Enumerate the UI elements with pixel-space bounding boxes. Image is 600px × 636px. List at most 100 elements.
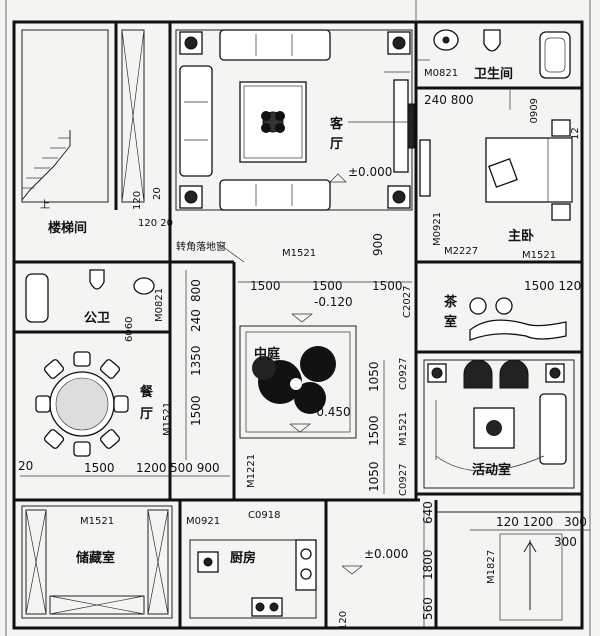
chair-icon xyxy=(35,395,51,413)
lamp-icon xyxy=(184,36,198,50)
bathtub-inner xyxy=(544,37,566,73)
courtyard-outline xyxy=(239,325,357,439)
level-marker-icon xyxy=(289,423,311,433)
activity-room: 活动室 xyxy=(423,359,575,489)
activity-room-label: 活动室 xyxy=(472,462,511,478)
door-tag-m0821: M0821 xyxy=(424,68,458,79)
dim-300-b: 300 xyxy=(554,535,577,549)
level-marker-icon xyxy=(291,313,313,323)
dim-500-900: 500 900 xyxy=(170,461,220,475)
storage-outline xyxy=(21,505,173,619)
shelf-cross-line xyxy=(121,29,145,203)
burner-icon xyxy=(269,602,279,612)
flower-petal xyxy=(275,111,285,121)
stove-icon xyxy=(251,597,283,617)
public-wc: 公卫 M0821 6060 xyxy=(25,269,165,342)
dining-room: 餐 厅 M1521 20 xyxy=(18,351,173,473)
master-bedroom-label: 主卧 xyxy=(508,228,534,244)
washbasin-icon xyxy=(133,277,155,295)
flower-petal xyxy=(261,111,271,121)
living-room-label-2: 厅 xyxy=(330,137,343,152)
lamp-icon xyxy=(549,367,561,379)
horizontal-dimensions-mid: 1500 1200 500 900 xyxy=(20,461,230,477)
armchair-icon xyxy=(499,359,529,389)
courtyard: 中庭 -0.120 -0.450 转角落地窗 M1521 1500 1500 1… xyxy=(176,233,412,439)
door-tag-m0921-kitchen: M0921 xyxy=(186,516,220,527)
dim-1500-v1: 1500 xyxy=(189,395,203,426)
bottom-right-area: ±0.000 640 1800 560 120 1200 300 300 M18… xyxy=(338,501,590,630)
chair-icon xyxy=(73,351,91,367)
counter-icon xyxy=(295,539,317,591)
window-tag-c0927-a: C0927 xyxy=(398,358,409,390)
tea-room: 茶 室 C2027 1500 120 xyxy=(402,279,581,341)
bathroom-top-label: 卫生间 xyxy=(474,66,513,82)
window-tag-c0918: C0918 xyxy=(248,510,280,521)
dining-label-2: 厅 xyxy=(140,407,153,422)
lamp-icon xyxy=(392,36,406,50)
ramp-arrow-head xyxy=(523,541,537,553)
tea-table-icon xyxy=(469,319,567,341)
window-tag-c2027: C2027 xyxy=(402,286,413,318)
tea-room-label-1: 茶 xyxy=(444,294,458,310)
dim-240-v: 240 xyxy=(189,309,203,332)
living-room-label-1: 客 xyxy=(330,116,344,132)
wardrobe-icon xyxy=(419,139,431,197)
burner-icon xyxy=(300,548,312,560)
stair-room-label: 楼梯间 xyxy=(48,220,87,236)
stool-icon xyxy=(495,297,513,315)
dining-label-1: 餐 xyxy=(139,384,154,400)
storage-room: 储藏室 M1521 xyxy=(21,505,173,619)
chair-icon xyxy=(43,429,65,449)
door-tag-m1521-dining: M1521 xyxy=(162,402,173,436)
up-arrow-text: 上 xyxy=(40,199,50,211)
tv-icon xyxy=(407,103,415,149)
stair-steps xyxy=(21,130,71,201)
chair-icon xyxy=(73,441,91,457)
dim-800: 800 xyxy=(189,279,203,302)
level-marker-icon xyxy=(329,173,347,183)
lamp-icon xyxy=(392,190,406,204)
dim-20: 20 xyxy=(18,459,33,473)
armchair-icon xyxy=(463,359,493,389)
dim-1800: 1800 xyxy=(421,549,435,580)
nightstand-icon xyxy=(551,119,571,137)
dim-20-b: 20 xyxy=(152,187,163,200)
dim-120-1200: 120 1200 xyxy=(496,515,553,529)
shelf-icon xyxy=(25,509,47,615)
dim-240-800: 240 800 xyxy=(424,93,474,107)
bathtub-icon xyxy=(25,273,49,323)
sofa-icon xyxy=(219,179,331,211)
vertical-dimensions-left: 800 240 1350 1500 M1221 120 20 120 20 xyxy=(132,187,257,488)
door-tag-m0921-master: M0921 xyxy=(432,212,443,246)
kitchen-label: 厨房 xyxy=(230,550,256,566)
dim-1500-a: 1500 xyxy=(250,279,281,293)
lamp-icon xyxy=(184,190,198,204)
dim-1500-c: 1500 xyxy=(372,279,403,293)
living-level: ±0.000 xyxy=(348,165,392,179)
leader-line xyxy=(221,245,245,263)
bathtub-icon xyxy=(539,31,571,79)
bottom-level: ±0.000 xyxy=(364,547,408,561)
dim-120-bottom: 120 xyxy=(338,611,349,630)
chair-icon xyxy=(99,359,121,379)
corner-window-note: 转角落地窗 xyxy=(176,240,226,253)
shelf-cross-line xyxy=(49,595,145,615)
dim-120-20: 120 20 xyxy=(138,218,173,229)
pillow-icon xyxy=(488,158,518,188)
dim-1500-120: 1500 120 xyxy=(524,279,581,293)
dim-1350: 1350 xyxy=(189,345,203,376)
stair-outline xyxy=(21,29,109,203)
dim-1500-h: 1500 xyxy=(84,461,115,475)
chair-icon xyxy=(99,429,121,449)
court-low-level: -0.450 xyxy=(312,405,351,419)
public-wc-label: 公卫 xyxy=(84,311,110,326)
stairwell: 上 楼梯间 xyxy=(21,29,145,236)
door-tag-m1221: M1221 xyxy=(246,454,257,488)
drain-icon xyxy=(203,557,213,567)
shelf-icon xyxy=(147,509,169,615)
door-tag-m1521-living: M1521 xyxy=(282,248,316,259)
door-tag-m0821-wc: M0821 xyxy=(154,288,165,322)
dim-120-a: 120 xyxy=(132,191,143,210)
dim-6060-wc: 6060 xyxy=(124,317,135,342)
